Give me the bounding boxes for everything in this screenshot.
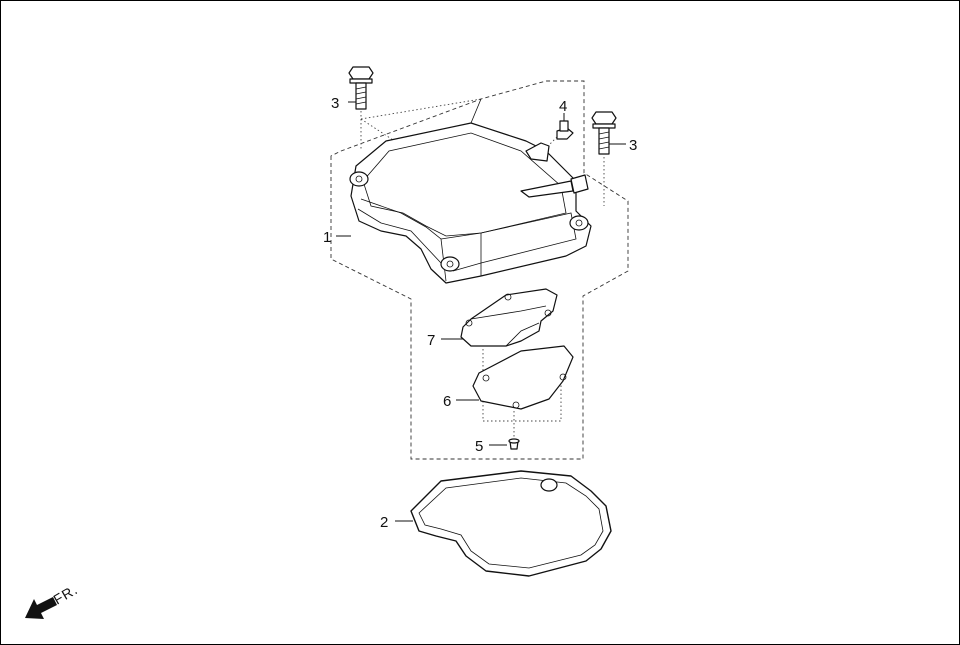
callout-4: 4 — [559, 98, 567, 115]
callout-3-left: 3 — [331, 95, 339, 112]
callout-5: 5 — [475, 438, 483, 455]
cylinder-head-cover — [349, 98, 592, 284]
breather-bolt — [556, 120, 574, 140]
assembly-group-outline — [330, 80, 629, 460]
separator-gasket — [472, 345, 574, 410]
separator-plate — [460, 288, 558, 347]
callout-2: 2 — [380, 514, 388, 531]
small-screw — [508, 438, 520, 450]
callout-7: 7 — [427, 332, 435, 349]
callout-6: 6 — [443, 393, 451, 410]
callout-3-right: 3 — [629, 137, 637, 154]
callout-1: 1 — [323, 229, 331, 246]
flange-bolt-left — [348, 66, 374, 110]
cover-gasket — [410, 470, 612, 577]
front-direction-indicator: FR. — [25, 581, 81, 619]
flange-bolt-right — [591, 111, 617, 155]
front-arrow-icon — [25, 597, 57, 619]
